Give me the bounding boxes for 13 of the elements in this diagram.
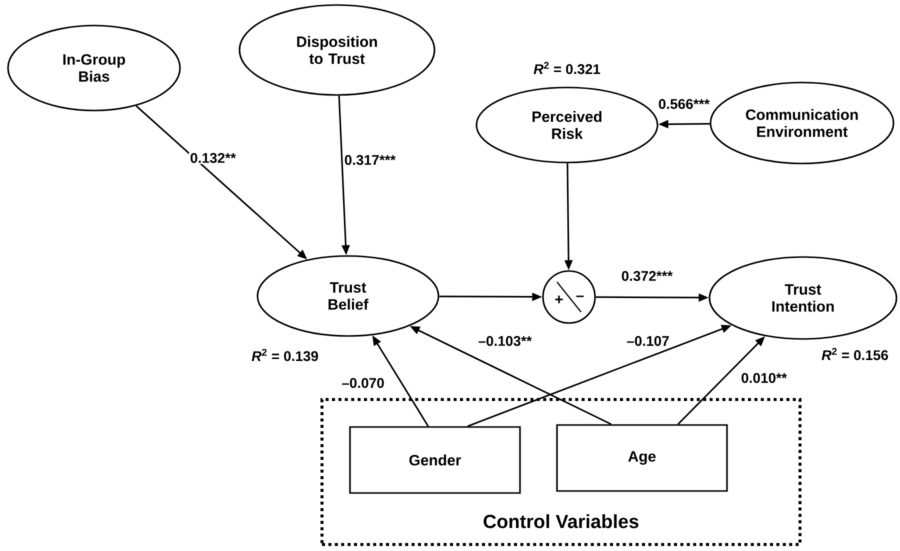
edge-label: –0.103** (477, 335, 533, 347)
edge-label: 0.132** (189, 152, 237, 164)
variable-box: Gender (349, 426, 521, 494)
variable-box: Age (556, 424, 728, 492)
edge-label: –0.070 (340, 377, 386, 389)
edge-label: 0.010** (740, 372, 788, 384)
edge-label: –0.107 (626, 335, 670, 347)
edge-label: 0.372*** (620, 270, 674, 282)
r-squared-label: R$^{2}$ = 0.321 (534, 62, 600, 74)
edge-label: 0.317*** (343, 154, 397, 166)
r-squared-label: R$^{2}$ = 0.156 (822, 348, 888, 360)
r-squared-label: R$^{2}$ = 0.139 (252, 348, 318, 362)
edge-label: 0.566*** (657, 98, 711, 110)
